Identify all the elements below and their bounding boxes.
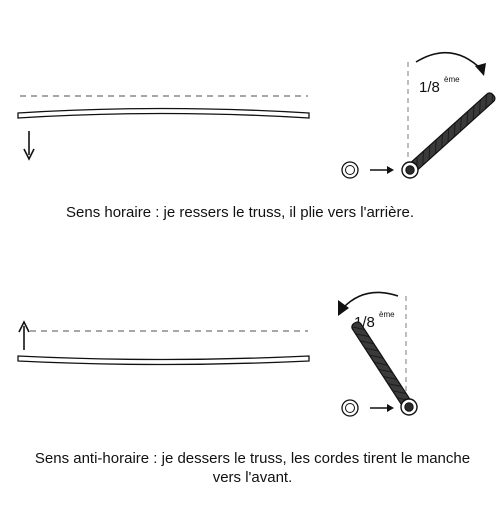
caption-line: Sens horaire : je ressers le truss, il p… (66, 204, 414, 221)
caption-line: vers l'avant. (212, 469, 293, 486)
truss-rod (351, 321, 413, 409)
truss-rod (407, 92, 496, 173)
fraction-label: 1/8 (419, 79, 440, 96)
caption-clockwise: Sens horaire : je ressers le truss, il p… (0, 203, 480, 222)
rod-nut-icon (401, 161, 419, 179)
rod-nut-icon (400, 398, 418, 416)
allen-key-icon (341, 161, 359, 179)
panel-counterclockwise: 1/8 ème (17, 291, 418, 417)
counterclockwise-rotation-arrow-icon (338, 291, 399, 316)
caption-counterclockwise: Sens anti-horaire : je dessers le truss,… (10, 449, 495, 487)
right-arrow-icon (370, 404, 394, 412)
clockwise-rotation-arrow-icon (415, 51, 486, 76)
fraction-superscript: ème (444, 75, 460, 84)
right-arrow-icon (370, 166, 394, 174)
allen-key-icon (341, 399, 359, 417)
down-arrow-icon (23, 131, 35, 161)
caption-line: Sens anti-horaire : je dessers le truss,… (34, 450, 471, 467)
up-arrow-icon (18, 320, 30, 350)
neck-bowed-back (17, 107, 310, 119)
fraction-superscript: ème (379, 310, 395, 319)
neck-bowed-forward (17, 355, 310, 366)
panel-clockwise: 1/8 ème (17, 51, 496, 179)
